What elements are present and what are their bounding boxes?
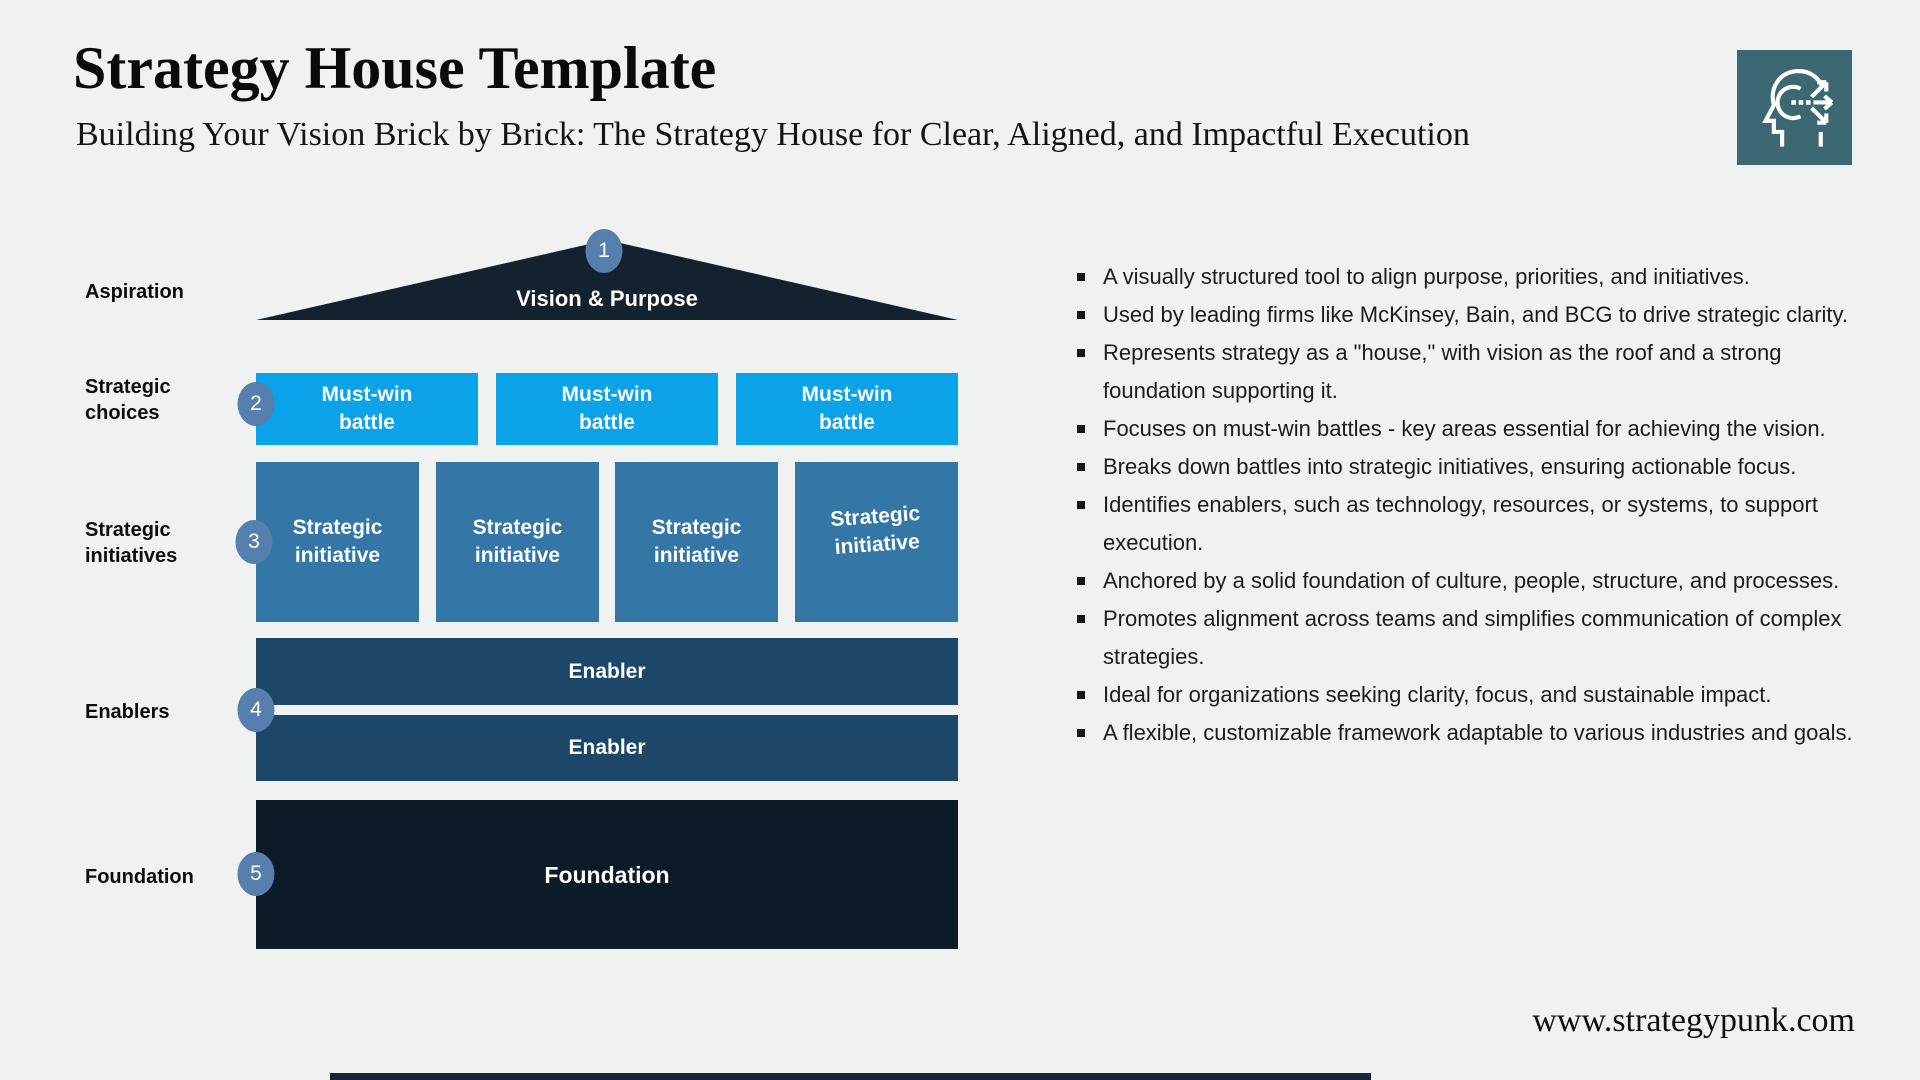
strategic-initiative-box: Strategic initiative: [795, 462, 958, 622]
row-label-enablers: Enablers: [85, 701, 170, 723]
row-label-strategic-choices: Strategic choices: [85, 376, 171, 424]
bullet-item: Identifies enablers, such as technology,…: [1075, 486, 1875, 562]
row-label-aspiration: Aspiration: [85, 281, 184, 303]
head-with-arrows-icon: [1761, 68, 1833, 147]
bullet-item: Anchored by a solid foundation of cultur…: [1075, 562, 1875, 600]
description-bullet-list: A visually structured tool to align purp…: [1075, 258, 1875, 752]
must-win-battle-box: Must-win battle: [496, 373, 718, 445]
page-title: Strategy House Template: [73, 35, 717, 101]
bullet-item: Breaks down battles into strategic initi…: [1075, 448, 1875, 486]
bullet-item: A visually structured tool to align purp…: [1075, 258, 1875, 296]
page-subtitle: Building Your Vision Brick by Brick: The…: [76, 116, 1470, 153]
website-url: www.strategypunk.com: [1532, 1002, 1855, 1039]
must-win-battle-box: Must-win battle: [256, 373, 478, 445]
strategic-initiative-box: Strategic initiative: [615, 462, 778, 622]
bullet-item: Ideal for organizations seeking clarity,…: [1075, 676, 1875, 714]
enabler-bar: Enabler: [256, 638, 958, 705]
step-number-2: 2: [237, 382, 275, 426]
enabler-bar: Enabler: [256, 715, 958, 781]
step-number-1: 1: [585, 229, 623, 273]
bullet-item: A flexible, customizable framework adapt…: [1075, 714, 1875, 752]
step-number-3: 3: [235, 520, 273, 564]
step-number-5: 5: [237, 852, 275, 896]
bottom-accent-bar: [330, 1073, 1371, 1080]
must-win-battle-box: Must-win battle: [736, 373, 958, 445]
bullet-item: Focuses on must-win battles - key areas …: [1075, 410, 1875, 448]
bullet-item: Promotes alignment across teams and simp…: [1075, 600, 1875, 676]
row-label-strategic-initiatives: Strategic initiatives: [85, 519, 178, 567]
row-label-foundation: Foundation: [85, 866, 194, 888]
step-number-4: 4: [237, 688, 275, 732]
foundation-bar: Foundation: [256, 800, 958, 949]
strategic-initiative-box: Strategic initiative: [436, 462, 599, 622]
vision-purpose-box: Vision & Purpose: [516, 286, 698, 311]
bullet-item: Used by leading firms like McKinsey, Bai…: [1075, 296, 1875, 334]
strategic-initiative-box: Strategic initiative: [256, 462, 419, 622]
strategypunk-logo: [1737, 50, 1852, 165]
bullet-item: Represents strategy as a "house," with v…: [1075, 334, 1875, 410]
